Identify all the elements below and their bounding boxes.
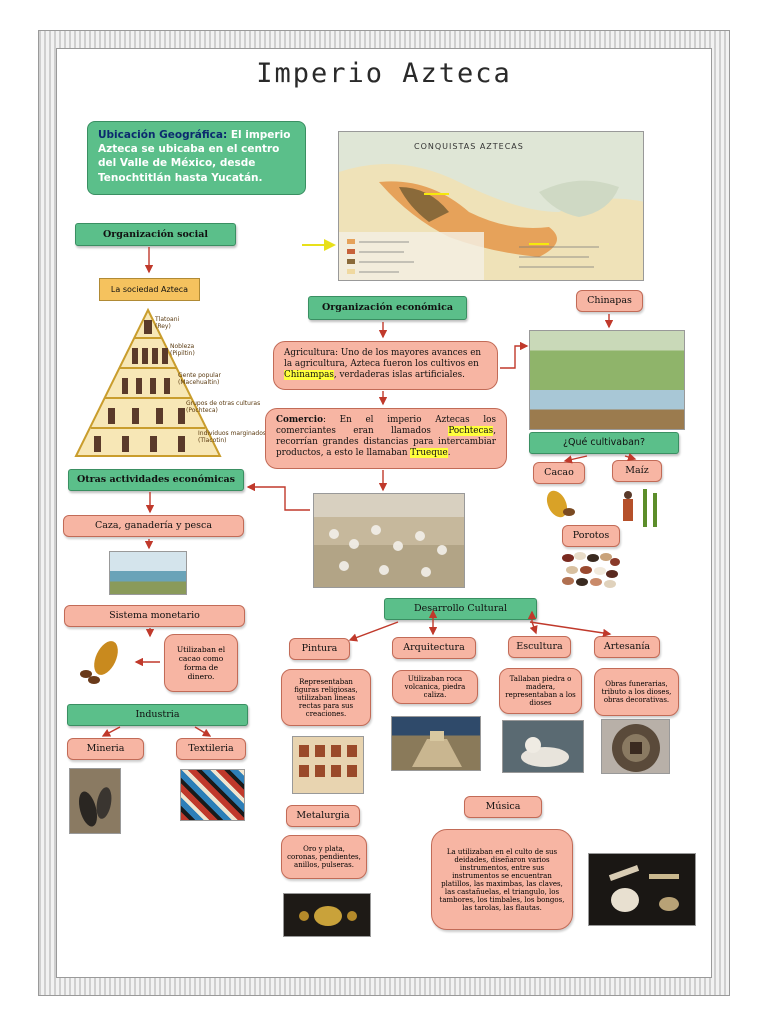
cacao-box: Cacao (533, 462, 585, 484)
chinampas-image (529, 330, 685, 430)
otras-actividades-box: Otras actividades económicas (68, 469, 244, 491)
metalurgia-box: Metalurgia (286, 805, 360, 827)
mapa-conquistas-image: CONQUISTAS AZTECAS (338, 131, 644, 281)
page-title: Imperio Azteca (256, 58, 512, 89)
arquitectura-image (391, 716, 481, 771)
mercado-image (313, 493, 465, 588)
cacao-dinero-image (76, 634, 130, 686)
porotos-box: Porotos (562, 525, 620, 547)
piramide-level-4: Grupos de otras culturas(Pochteca) (186, 400, 261, 415)
chinapas-box: Chinapas (576, 290, 643, 312)
arquitectura-text-box: Utilizaban roca volcanica, piedra caliza… (392, 670, 478, 704)
piramide-level-1: Tlatoani(Rey) (155, 316, 180, 331)
piramide-social-image (74, 306, 270, 458)
artesania-image (601, 719, 670, 774)
pintura-image (292, 736, 364, 794)
organizacion-social-box: Organización social (75, 223, 236, 246)
pintura-box: Pintura (289, 638, 350, 660)
comercio-box: Comercio: En el imperio Aztecas los come… (265, 408, 507, 469)
maiz-box: Maíz (612, 460, 662, 482)
mineria-image (69, 768, 121, 834)
ubicacion-text: El imperio Azteca se ubicaba en el centr… (98, 129, 291, 184)
mapa-title: CONQUISTAS AZTECAS (414, 142, 524, 151)
caza-ganaderia-pesca-box: Caza, ganadería y pesca (63, 515, 244, 537)
que-cultivaban-box: ¿Qué cultivaban? (529, 432, 679, 454)
artesania-text-box: Obras funerarias, tributo a los dioses, … (594, 668, 679, 716)
piramide-level-2: Nobleza(Pipiltin) (170, 343, 195, 358)
sociedad-azteca-label: La sociedad Azteca (99, 278, 200, 301)
arquitectura-box: Arquitectura (392, 637, 476, 659)
industria-box: Industria (67, 704, 248, 726)
piramide-level-5: Individuos marginados(Tlacotin) (198, 430, 267, 445)
musica-box: Música (464, 796, 542, 818)
pintura-text-box: Representaban figuras religiosas, utiliz… (281, 669, 371, 726)
musica-image (588, 853, 696, 926)
musica-text-box: La utilizaban en el culto de sus deidade… (431, 829, 573, 930)
ubicacion-geografica-box: Ubicación Geográfica: El imperio Azteca … (87, 121, 306, 195)
escultura-text-box: Tallaban piedra o madera, representaban … (499, 668, 582, 714)
piramide-level-3: Gente popular(Macehualtin) (178, 372, 221, 387)
metalurgia-image (283, 893, 371, 937)
organizacion-economica-box: Organización económica (308, 296, 467, 320)
artesania-box: Artesanía (594, 636, 660, 658)
monetario-text-box: Utilizaban el cacao como forma de dinero… (164, 634, 238, 692)
cacao-image (539, 486, 579, 520)
sistema-monetario-box: Sistema monetario (64, 605, 245, 627)
escultura-box: Esculturа (508, 636, 571, 658)
maiz-image (613, 485, 665, 529)
mineria-box: Mineria (67, 738, 144, 760)
agricultura-box: Agricultura: Uno de los mayores avances … (273, 341, 498, 390)
textileria-box: Textileria (176, 738, 246, 760)
desarrollo-cultural-box: Desarrollo Cultural (384, 598, 537, 620)
caza-image (109, 551, 187, 595)
escultura-image (502, 720, 584, 773)
metalurgia-text-box: Oro y plata, coronas, pendientes, anillo… (281, 835, 367, 879)
porotos-image (560, 548, 622, 590)
ubicacion-label: Ubicación Geográfica: (98, 129, 228, 141)
textileria-image (180, 769, 245, 821)
